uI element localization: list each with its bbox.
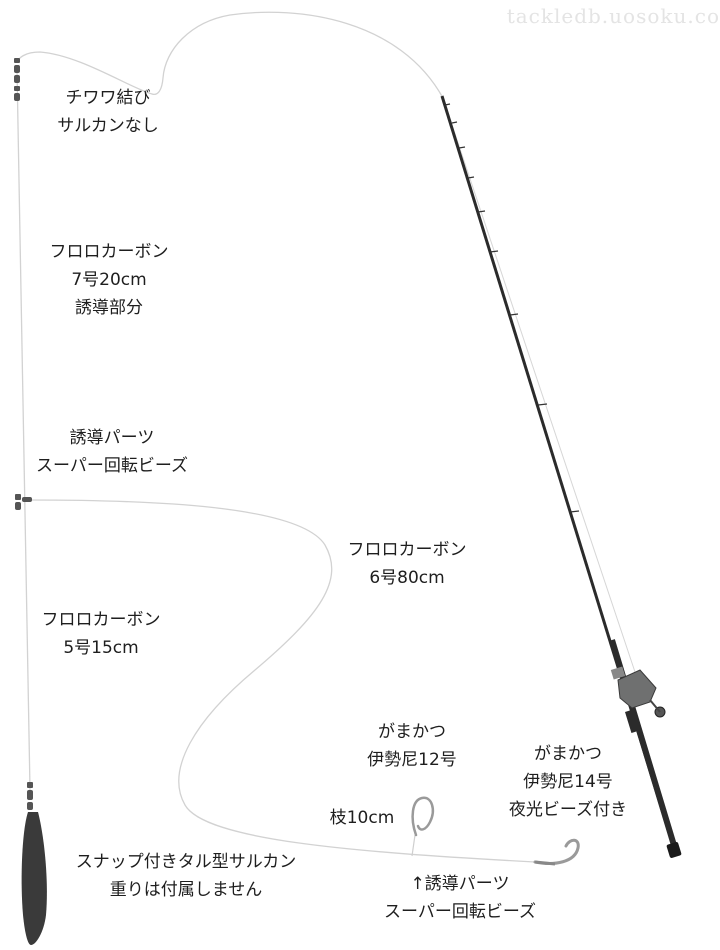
main-line-label-line: 6号80cm	[369, 568, 445, 588]
rod-guides	[444, 103, 580, 513]
sinker-label: スナップ付きタル型サルカン 重りは付属しません	[50, 848, 322, 904]
bead-left-label-line: スーパー回転ビーズ	[36, 456, 188, 476]
sinker-label-line: スナップ付きタル型サルカン	[75, 852, 297, 872]
bead-left-label-line: 誘導パーツ	[69, 428, 155, 448]
knot-label: チワワ結び サルカンなし	[44, 84, 172, 140]
hook-large	[533, 838, 580, 866]
reel	[610, 666, 666, 733]
sinker-label-line: 重りは付属しません	[109, 880, 263, 900]
snap-swivel	[27, 782, 33, 810]
hook-small-label-line: 伊勢尼12号	[367, 750, 457, 770]
top-swivel	[14, 58, 20, 101]
main-line-label-line: フロロカーボン	[347, 540, 467, 560]
watermark: tackledb.uosoku.co	[506, 4, 720, 28]
bead-left-label: 誘導パーツ スーパー回転ビーズ	[18, 424, 206, 480]
leader-top-label-line: フロロカーボン	[49, 242, 169, 262]
harris-line	[27, 499, 536, 863]
rotating-bead	[15, 494, 32, 510]
leader-top-label-line: 誘導部分	[75, 298, 143, 318]
leader-bottom-label: フロロカーボン 5号15cm	[28, 606, 174, 662]
sinker	[21, 812, 47, 945]
main-line-label: フロロカーボン 6号80cm	[334, 536, 480, 592]
leader-top-label: フロロカーボン 7号20cm 誘導部分	[34, 238, 184, 322]
leader-top-label-line: 7号20cm	[71, 270, 147, 290]
branch-line	[411, 834, 416, 857]
hook-small-label-line: がまかつ	[378, 722, 446, 742]
rod-line-guide	[442, 97, 636, 673]
hook-large-label: がまかつ 伊勢尼14号 夜光ビーズ付き	[492, 740, 644, 824]
hook-small	[411, 796, 434, 837]
branch-label: 枝10cm	[318, 804, 406, 832]
leader-bottom-label-line: フロロカーボン	[41, 610, 161, 630]
knot-label-line: チワワ結び	[65, 88, 151, 108]
branch-label-line: 枝10cm	[329, 808, 395, 828]
hook-large-label-line: 伊勢尼14号	[523, 772, 613, 792]
knot-label-line: サルカンなし	[57, 116, 159, 136]
hook-large-label-line: 夜光ビーズ付き	[508, 800, 628, 820]
bead-bottom-label-line: スーパー回転ビーズ	[384, 902, 536, 922]
main-line-top	[16, 11, 444, 99]
leader-bottom-label-line: 5号15cm	[63, 638, 139, 658]
rod-butt-cap	[666, 842, 682, 858]
bead-bottom-label: ↑誘導パーツ スーパー回転ビーズ	[362, 870, 558, 926]
bead-bottom-label-line: ↑誘導パーツ	[410, 874, 510, 894]
leader-vertical	[16, 69, 31, 791]
hook-large-label-line: がまかつ	[534, 744, 602, 764]
hook-small-label: がまかつ 伊勢尼12号	[352, 718, 472, 774]
